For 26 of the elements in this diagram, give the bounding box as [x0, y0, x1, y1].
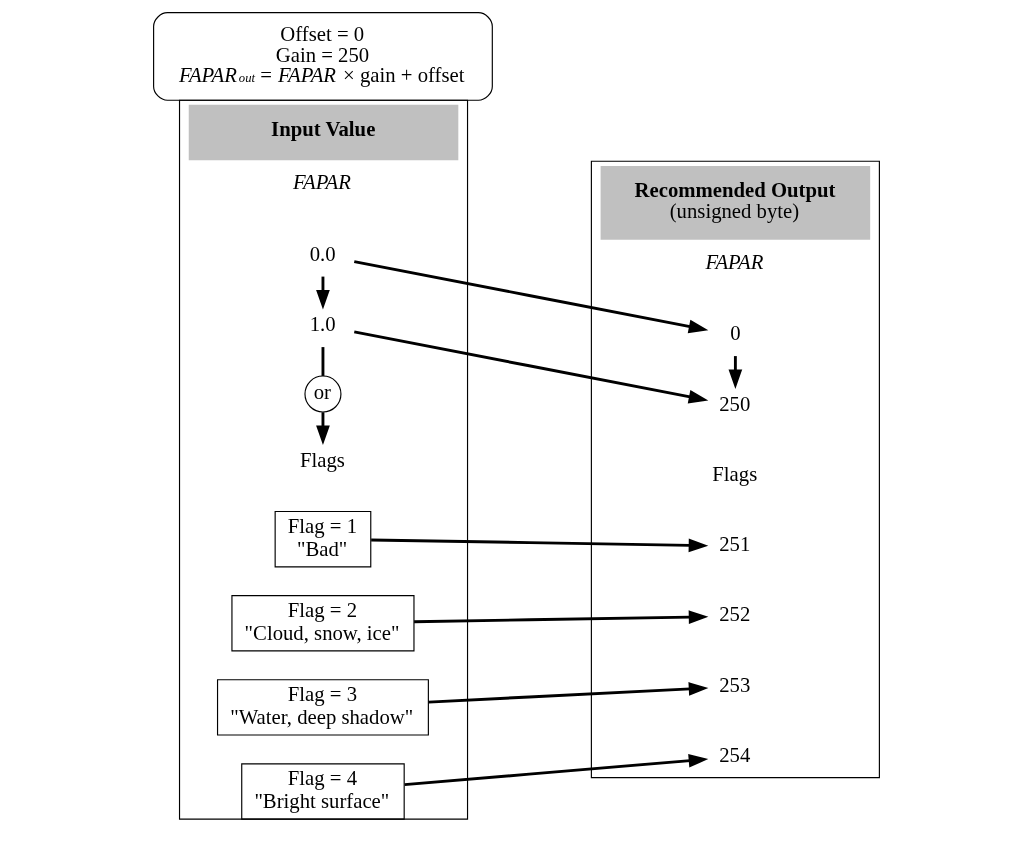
node-text: 253 — [718, 673, 750, 696]
node-text: 251 — [718, 533, 750, 556]
arrow — [353, 260, 708, 334]
node-box: Offset = 0 Gain = 250 FAPARout = FAPAR × gain + offset — [152, 12, 493, 101]
arrow — [428, 682, 708, 704]
node-text: 252 — [718, 603, 750, 626]
arrow — [404, 753, 708, 787]
node-text: 254 — [718, 743, 750, 766]
arrow — [353, 330, 708, 404]
node-text: 0 — [729, 322, 741, 345]
node-text: 1.0 — [309, 313, 336, 336]
node-box: Flag = 3 "Water, deep shadow" — [216, 679, 429, 736]
node-box: Flag = 4 "Bright surface" — [240, 763, 405, 820]
connector — [321, 347, 324, 376]
node-box: Flag = 2 "Cloud, snow, ice" — [230, 595, 415, 652]
label: Flags — [711, 462, 757, 485]
arrow — [370, 538, 708, 553]
node-circle: or — [303, 375, 341, 413]
node-text: 250 — [718, 392, 750, 415]
node-text: Flags — [299, 449, 345, 472]
label: FAPAR — [704, 250, 763, 273]
arrow — [413, 610, 708, 624]
arrow — [728, 356, 742, 389]
node-text: 0.0 — [309, 242, 336, 265]
node-box: Flag = 1 "Bad" — [274, 510, 371, 568]
label: FAPAR — [292, 171, 351, 194]
